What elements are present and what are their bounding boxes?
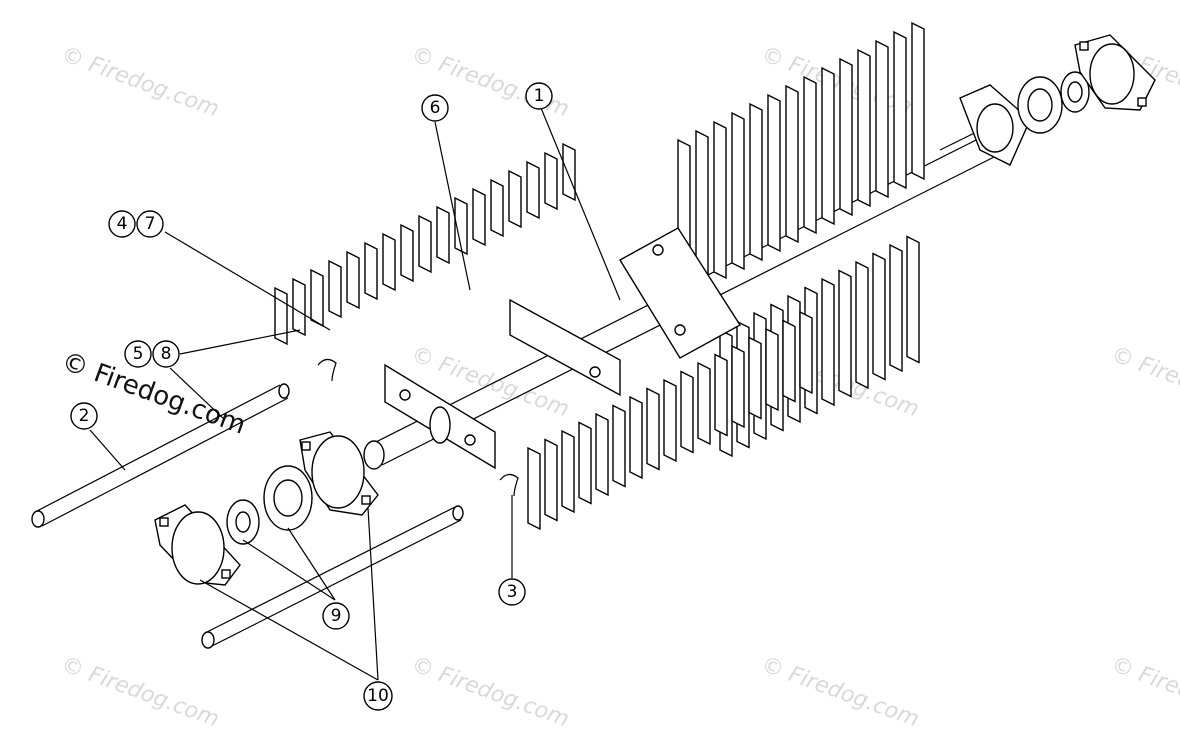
fin-plate xyxy=(595,412,609,497)
callout-9: 9 xyxy=(322,602,350,630)
fin-plate xyxy=(749,102,763,262)
callout-3-label: 3 xyxy=(507,582,518,602)
callout-10: 10 xyxy=(363,681,393,711)
callout-2: 2 xyxy=(70,402,98,430)
watermark-11: © Firedog.com xyxy=(1108,652,1180,732)
fin-plate xyxy=(292,277,306,337)
fin-plate xyxy=(680,370,694,454)
fin-plate xyxy=(839,57,853,217)
retaining-clips xyxy=(317,358,519,497)
callout-4: 4 xyxy=(108,210,136,238)
fin-plate xyxy=(527,446,541,531)
fin-plate xyxy=(436,205,450,265)
fin-plate xyxy=(526,160,540,220)
fin-plate xyxy=(838,269,852,398)
fin-plate xyxy=(821,66,835,226)
fin-plate xyxy=(400,223,414,283)
fin-plate xyxy=(382,232,396,292)
fin-plate xyxy=(714,353,728,437)
fin-plate xyxy=(765,327,779,412)
fin-plate xyxy=(578,421,592,505)
fin-plate xyxy=(857,48,871,208)
callout-1: 1 xyxy=(525,82,553,110)
fin-plate xyxy=(697,361,711,446)
watermark-1: © Firedog.com xyxy=(58,42,222,122)
fin-plate xyxy=(799,310,813,395)
upper-left-fin-rack xyxy=(274,142,576,346)
fin-plate xyxy=(508,169,522,229)
fin-plate xyxy=(310,268,324,328)
fin-plate xyxy=(612,404,626,488)
callout-5-label: 5 xyxy=(133,344,144,364)
plate-upper xyxy=(619,227,741,359)
callout-8-label: 8 xyxy=(161,344,172,364)
right-bearing-assembly xyxy=(939,34,1156,166)
watermark-8: © Firedog.com xyxy=(58,652,222,732)
callout-6: 6 xyxy=(421,94,449,122)
fin-plate xyxy=(562,142,576,202)
fin-plate xyxy=(906,235,920,364)
callout-9-label: 9 xyxy=(331,606,342,626)
callout-8: 8 xyxy=(152,340,180,368)
fin-plate xyxy=(544,151,558,211)
fin-plate xyxy=(544,438,558,522)
fin-plate xyxy=(346,250,360,310)
fin-plate xyxy=(748,336,762,420)
fin-plate xyxy=(274,286,288,346)
mounting-plates xyxy=(384,227,741,470)
fin-plate xyxy=(418,214,432,274)
lower-center-fin-rack xyxy=(527,310,813,531)
fin-plate xyxy=(821,277,835,407)
fin-plate xyxy=(785,84,799,244)
fin-plate xyxy=(713,120,727,280)
watermark-7: © Firedog.com xyxy=(1108,342,1180,422)
fin-plate xyxy=(855,260,869,390)
callout-1-label: 1 xyxy=(534,86,545,106)
fin-plate xyxy=(472,187,486,247)
fin-plate xyxy=(629,395,643,480)
fin-plate xyxy=(561,429,575,514)
watermark-10: © Firedog.com xyxy=(758,652,922,732)
callout-7-label: 7 xyxy=(145,214,156,234)
fin-plate xyxy=(646,387,660,471)
callout-bubbles: 1 6 4 7 5 8 2 3 xyxy=(70,82,553,711)
fin-plate xyxy=(872,252,886,381)
callout-4-label: 4 xyxy=(117,214,128,234)
fin-plate xyxy=(663,378,677,463)
callout-2-label: 2 xyxy=(79,406,90,426)
fin-plate xyxy=(454,196,468,256)
watermark-9: © Firedog.com xyxy=(408,652,572,732)
fin-plate xyxy=(893,30,907,190)
fin-plate xyxy=(490,178,504,238)
callout-3: 3 xyxy=(498,578,526,606)
fin-plate xyxy=(731,344,745,429)
fin-plate xyxy=(767,93,781,253)
fin-plate xyxy=(875,39,889,199)
callout-10-label: 10 xyxy=(367,686,389,706)
fin-plate xyxy=(328,259,342,319)
leader-lines xyxy=(89,107,621,681)
fin-plate xyxy=(731,111,745,271)
plate-center xyxy=(509,298,621,397)
loose-pins xyxy=(31,383,464,649)
fin-plate xyxy=(889,243,903,373)
fin-plate xyxy=(782,319,796,403)
fin-plate xyxy=(911,21,925,181)
callout-7: 7 xyxy=(136,210,164,238)
callout-6-label: 6 xyxy=(430,98,441,118)
fin-plate xyxy=(803,75,817,235)
left-bearing-assembly xyxy=(154,431,379,586)
fin-plate xyxy=(364,241,378,301)
callout-5: 5 xyxy=(124,340,152,368)
